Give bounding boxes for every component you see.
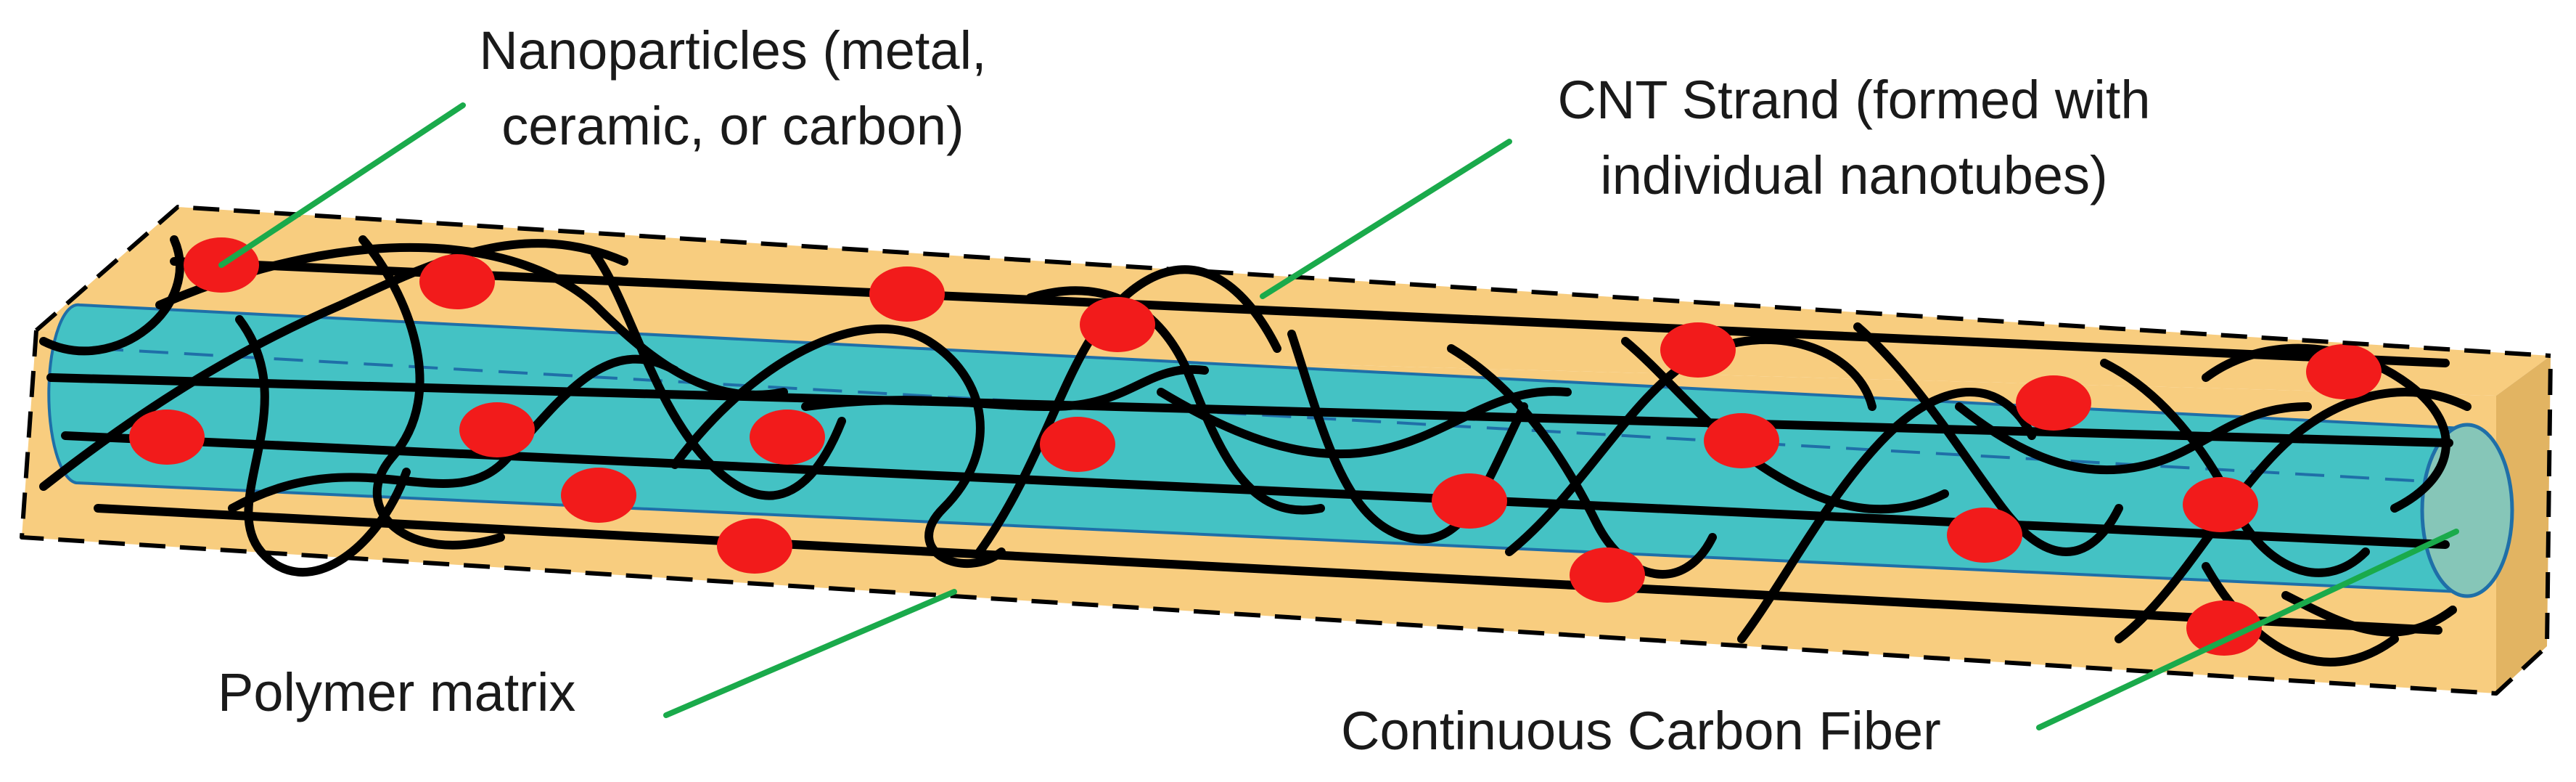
fiber-end-face <box>2420 423 2514 598</box>
cnt-strand-label-line2: individual nanotubes) <box>1600 145 2108 205</box>
nanoparticles-leader-line <box>218 102 466 268</box>
cnt-strand <box>975 265 1281 556</box>
cnt-strand <box>155 243 788 399</box>
nanoparticle <box>750 410 825 465</box>
cnt-strand <box>1026 286 1325 515</box>
nanoparticle <box>1704 413 1779 468</box>
nanoparticles <box>129 237 2382 656</box>
cnt-strand <box>2202 343 2450 513</box>
cnt-strand <box>1157 387 1572 459</box>
cnt-strand-label: CNT Strand (formed with individual nanot… <box>1473 62 2235 213</box>
cnt-strand <box>1853 322 2123 556</box>
outline-top <box>35 205 2551 358</box>
nanoparticle <box>129 410 205 465</box>
cnt-strand-label-line1: CNT Strand (formed with <box>1557 70 2151 130</box>
nanoparticle <box>1040 417 1115 472</box>
cnt-strand <box>358 235 505 550</box>
nanoparticle <box>1947 508 2022 563</box>
cnt-strand-leader-line <box>1260 139 1512 299</box>
nanoparticle <box>1080 297 1155 352</box>
nanoparticle <box>869 266 945 322</box>
fiber-axis-line <box>94 347 2453 484</box>
cnt-strand <box>39 235 184 356</box>
cnt-strand <box>1737 388 2036 643</box>
polymer-matrix-leader-line <box>663 589 957 718</box>
nanoparticle <box>717 518 792 574</box>
outline-front <box>20 330 2553 696</box>
nanoparticle <box>1570 547 1645 603</box>
cnt-strand <box>94 504 2442 635</box>
matrix-end-face <box>2496 356 2551 693</box>
nanoparticle <box>1660 322 1736 378</box>
cnt-strand <box>39 239 628 491</box>
polymer-matrix-label: Polymer matrix <box>218 662 576 722</box>
cnt-strand <box>670 324 1006 568</box>
nanoparticle <box>2183 477 2258 532</box>
cnt-strand <box>1447 344 1717 579</box>
nanoparticle <box>1432 473 1507 529</box>
carbon-fiber-leader-line <box>2036 529 2459 730</box>
nanoparticle <box>561 468 636 523</box>
cnt-strand <box>2281 591 2457 637</box>
cnt-strand <box>801 364 1209 411</box>
nanoparticles-label: Nanoparticles (metal, ceramic, or carbon… <box>406 13 1059 164</box>
nanoparticle <box>2016 375 2091 431</box>
nanoparticles-label-line2: ceramic, or carbon) <box>501 96 964 156</box>
nanoparticle <box>419 254 495 309</box>
carbon-fiber-label: Continuous Carbon Fiber <box>1341 701 1941 761</box>
cnt-strand <box>2114 388 2472 643</box>
cnt-strand <box>1621 337 1949 514</box>
cnt-strand <box>1287 330 1528 544</box>
nanoparticles-label-line1: Nanoparticles (metal, <box>479 20 987 81</box>
nanoparticle <box>459 402 535 457</box>
cnt-strand <box>46 373 2453 447</box>
cnt-strand <box>228 354 679 513</box>
leader-lines <box>218 102 2459 730</box>
cnt-strand <box>1955 402 2312 475</box>
nanoparticle <box>2306 344 2382 399</box>
cnt-strands <box>39 235 2472 667</box>
matrix-top-face <box>36 207 2551 396</box>
matrix-outline <box>20 205 2553 696</box>
nanoparticle <box>2186 600 2262 656</box>
cnt-strand <box>591 250 846 500</box>
